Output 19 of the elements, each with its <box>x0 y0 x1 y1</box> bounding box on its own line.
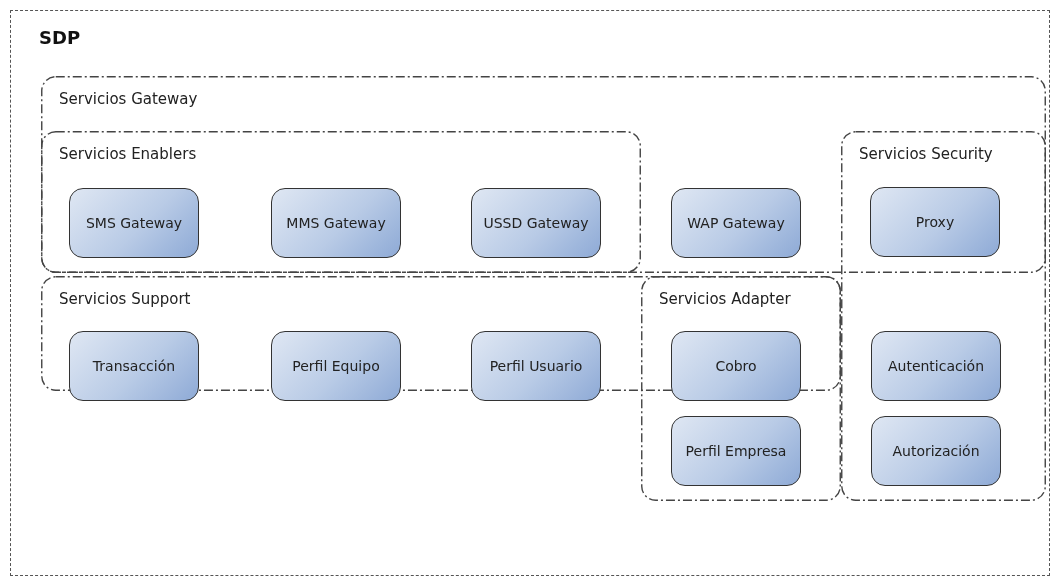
group-title: Servicios Adapter <box>659 290 791 308</box>
group-title: SDP <box>39 27 81 48</box>
group-title: Servicios Security <box>859 145 993 163</box>
service-box: USSD Gateway <box>471 188 601 258</box>
service-box: Perfil Usuario <box>471 331 601 401</box>
service-box: MMS Gateway <box>271 188 401 258</box>
service-box: Proxy <box>870 187 1000 257</box>
service-box: Perfil Equipo <box>271 331 401 401</box>
service-box: Transacción <box>69 331 199 401</box>
service-box: Cobro <box>671 331 801 401</box>
service-box: WAP Gateway <box>671 188 801 258</box>
dashed-frame <box>10 10 1050 576</box>
group-title: Servicios Support <box>59 290 191 308</box>
group-title: Servicios Enablers <box>59 145 197 163</box>
group-title: Servicios Gateway <box>59 90 198 108</box>
service-box: Autenticación <box>871 331 1001 401</box>
service-box: SMS Gateway <box>69 188 199 258</box>
service-box: Autorización <box>871 416 1001 486</box>
service-box: Perfil Empresa <box>671 416 801 486</box>
